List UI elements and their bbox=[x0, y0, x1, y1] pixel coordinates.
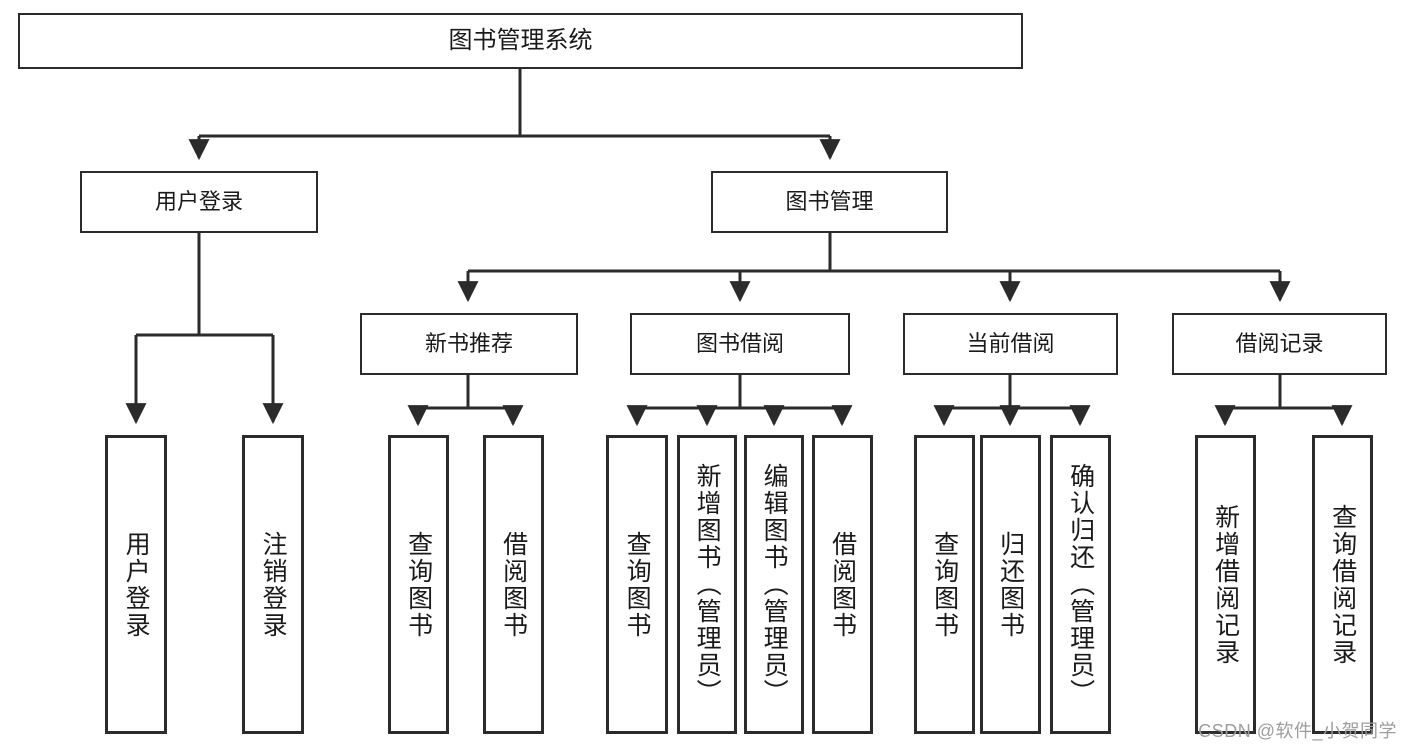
node-label: 查询借阅记录 bbox=[1328, 503, 1357, 666]
node-label: 归还图书 bbox=[996, 530, 1025, 639]
node-root-system[interactable]: 图书管理系统 bbox=[18, 13, 1023, 69]
node-label: 新增图书（管理员） bbox=[693, 463, 722, 706]
node-label: 图书管理系统 bbox=[448, 26, 593, 54]
leaf-borrow-edit-book-admin[interactable]: 编辑图书（管理员） bbox=[744, 435, 804, 734]
leaf-recommend-query-book[interactable]: 查询图书 bbox=[388, 435, 449, 734]
leaf-record-query-record[interactable]: 查询借阅记录 bbox=[1312, 435, 1373, 734]
csdn-watermark: CSDN @软件_小贺同学 bbox=[1198, 721, 1397, 741]
leaf-current-query-book[interactable]: 查询图书 bbox=[914, 435, 975, 734]
leaf-borrow-add-book-admin[interactable]: 新增图书（管理员） bbox=[677, 435, 737, 734]
node-new-book-recommend[interactable]: 新书推荐 bbox=[360, 313, 578, 375]
leaf-current-return-book[interactable]: 归还图书 bbox=[980, 435, 1041, 734]
node-book-borrow[interactable]: 图书借阅 bbox=[630, 313, 850, 375]
leaf-borrow-query-book[interactable]: 查询图书 bbox=[606, 435, 668, 734]
node-book-management[interactable]: 图书管理 bbox=[711, 171, 948, 233]
node-label: 当前借阅 bbox=[966, 331, 1055, 357]
node-label: 新书推荐 bbox=[424, 331, 513, 357]
leaf-user-login-login[interactable]: 用户登录 bbox=[105, 435, 167, 734]
node-label: 借阅图书 bbox=[499, 530, 528, 639]
node-user-login[interactable]: 用户登录 bbox=[80, 171, 318, 233]
leaf-borrow-borrow-book[interactable]: 借阅图书 bbox=[812, 435, 873, 734]
node-label: 借阅记录 bbox=[1235, 331, 1324, 357]
node-label: 新增借阅记录 bbox=[1211, 503, 1240, 666]
node-label: 查询图书 bbox=[404, 530, 433, 639]
node-label: 编辑图书（管理员） bbox=[760, 463, 789, 706]
node-label: 借阅图书 bbox=[828, 530, 857, 639]
node-label: 查询图书 bbox=[623, 530, 652, 639]
node-label: 图书管理 bbox=[785, 189, 874, 215]
node-label: 用户登录 bbox=[122, 530, 151, 639]
node-label: 查询图书 bbox=[930, 530, 959, 639]
node-label: 用户登录 bbox=[154, 189, 243, 215]
node-current-borrow[interactable]: 当前借阅 bbox=[903, 313, 1118, 375]
leaf-current-confirm-return-admin[interactable]: 确认归还（管理员） bbox=[1050, 435, 1111, 734]
leaf-user-login-logout[interactable]: 注销登录 bbox=[242, 435, 304, 734]
leaf-record-add-record[interactable]: 新增借阅记录 bbox=[1195, 435, 1256, 734]
node-label: 注销登录 bbox=[259, 530, 288, 639]
node-borrow-record[interactable]: 借阅记录 bbox=[1172, 313, 1387, 375]
node-label: 确认归还（管理员） bbox=[1066, 463, 1095, 706]
node-label: 图书借阅 bbox=[695, 331, 784, 357]
leaf-recommend-borrow-book[interactable]: 借阅图书 bbox=[483, 435, 544, 734]
